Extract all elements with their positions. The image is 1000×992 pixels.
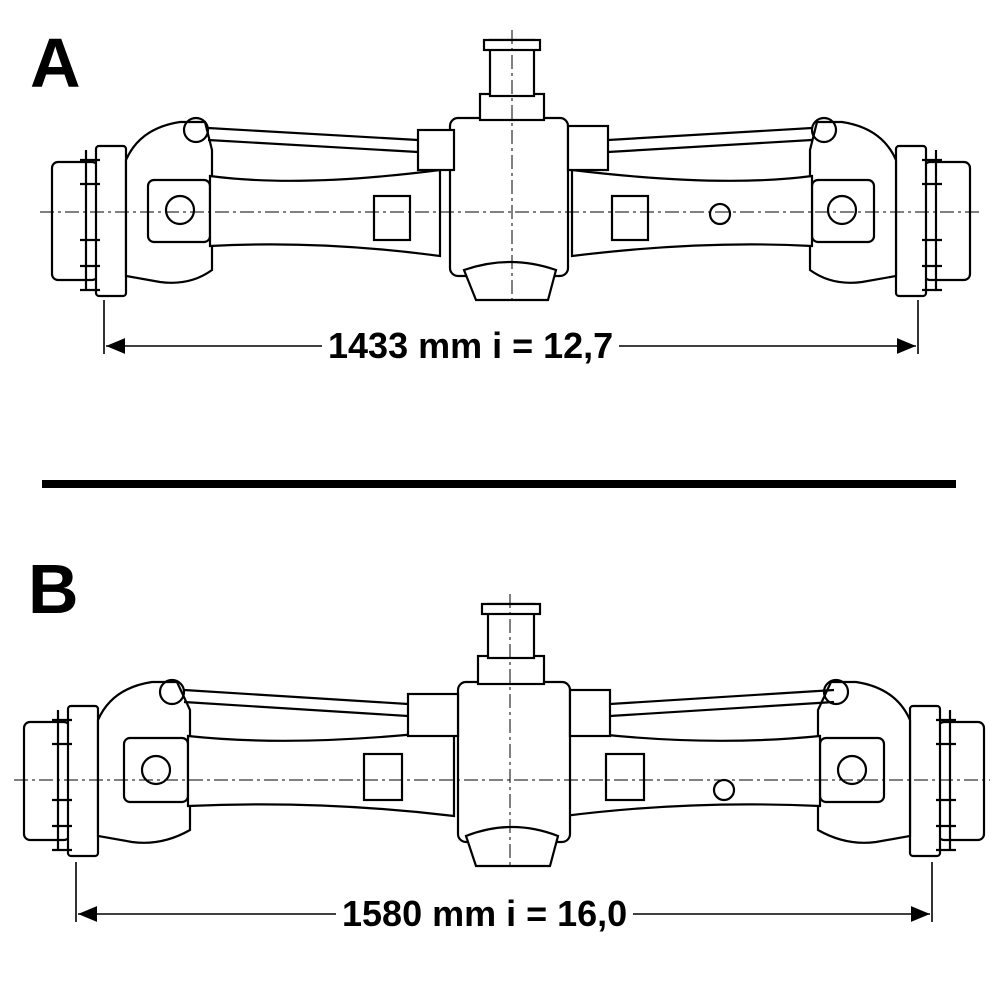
dimension-label-b: 1580 mm i = 16,0 [336,896,634,932]
axle-drawing-b [14,594,990,868]
axle-drawing-a [40,30,980,302]
panel-divider [42,480,956,488]
panel-label-a: A [30,24,81,102]
dimension-label-a: 1433 mm i = 12,7 [322,328,620,364]
panel-label-b: B [28,550,79,628]
